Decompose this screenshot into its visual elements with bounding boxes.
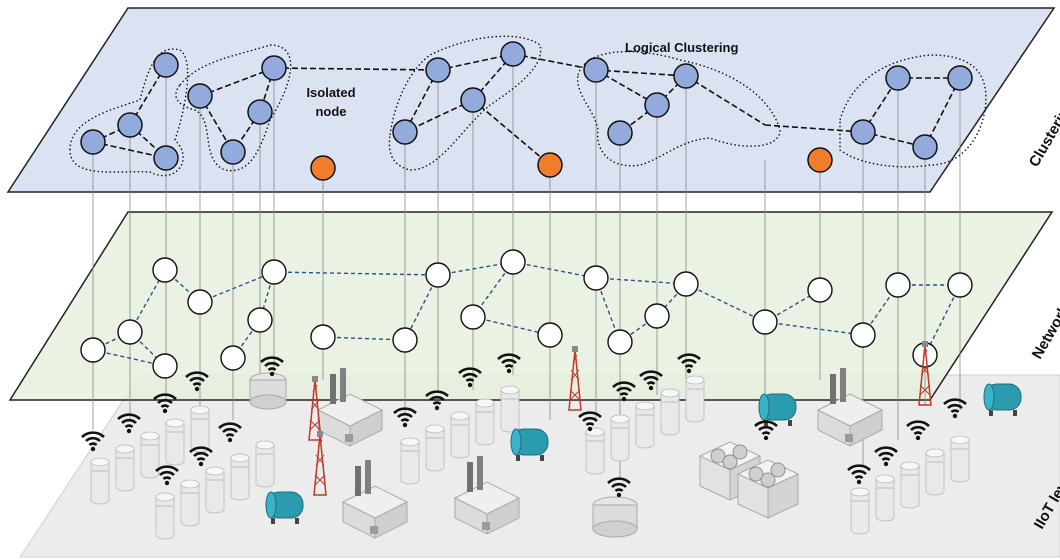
storage-tank-icon <box>950 435 970 483</box>
network-node <box>537 322 563 348</box>
cluster-node <box>220 139 246 165</box>
network-node <box>460 304 486 330</box>
storage-tank-icon <box>115 444 135 492</box>
storage-tank-icon <box>585 427 605 475</box>
cluster-node <box>644 92 670 118</box>
network-level-label: Network Level <box>1029 265 1060 362</box>
network-node <box>117 319 143 345</box>
storage-tank-icon <box>450 411 470 459</box>
cluster-node <box>583 57 609 83</box>
silo-icon <box>249 372 638 538</box>
storage-tank-icon <box>475 398 495 446</box>
storage-tank-icon <box>90 457 110 505</box>
network-nodes <box>80 249 973 379</box>
cluster-node <box>80 129 106 155</box>
network-node <box>583 265 609 291</box>
network-node <box>807 277 833 303</box>
network-node <box>247 307 273 333</box>
storage-tank-icon <box>875 474 895 522</box>
storage-tank-icon <box>165 418 185 466</box>
cluster-node <box>885 65 911 91</box>
cluster-node <box>500 41 526 67</box>
cluster-node <box>247 99 273 125</box>
cluster-node <box>153 52 179 78</box>
cluster-node <box>673 63 699 89</box>
logical-clustering-label: Logical Clustering <box>625 40 738 55</box>
cluster-node <box>117 112 143 138</box>
storage-tank-icon <box>180 479 200 527</box>
storage-tank-icon <box>900 461 920 509</box>
network-node <box>607 329 633 355</box>
network-node <box>885 272 911 298</box>
network-node <box>220 345 246 371</box>
storage-tank-icon <box>685 375 705 423</box>
storage-tank-icon <box>925 448 945 496</box>
storage-tank-icon <box>425 424 445 472</box>
network-node <box>673 271 699 297</box>
network-node <box>752 309 778 335</box>
storage-tank-icon <box>255 440 275 488</box>
storage-tank-icon <box>610 414 630 462</box>
projection-lines <box>92 54 961 480</box>
cluster-node <box>153 145 179 171</box>
network-node <box>392 327 418 353</box>
isolated-node-label-line1: Isolated <box>306 85 355 100</box>
isolated-node <box>537 152 563 178</box>
storage-tank-icon <box>500 385 520 433</box>
network-node <box>644 303 670 329</box>
network-node <box>80 337 106 363</box>
storage-tank-icon <box>660 388 680 436</box>
storage-tank-icon <box>205 466 225 514</box>
cluster-node <box>425 57 451 83</box>
cluster-node <box>912 134 938 160</box>
network-node <box>261 259 287 285</box>
cluster-node <box>392 119 418 145</box>
cluster-boundaries <box>69 35 987 177</box>
cluster-node <box>947 65 973 91</box>
storage-tank-icon <box>155 492 175 540</box>
network-node <box>947 272 973 298</box>
cluster-nodes <box>80 41 973 181</box>
cluster-node <box>607 120 633 146</box>
storage-tank-icon <box>190 405 210 453</box>
storage-tank-icon <box>635 401 655 449</box>
network-node <box>425 262 451 288</box>
isolated-node-label-line2: node <box>315 104 346 119</box>
network-node <box>310 324 336 350</box>
network-node <box>152 257 178 283</box>
isolated-node <box>807 147 833 173</box>
clustering-level-label: Clustering Level <box>1026 60 1060 170</box>
network-node <box>152 353 178 379</box>
network-node <box>850 322 876 348</box>
network-node <box>187 289 213 315</box>
isolated-node <box>310 155 336 181</box>
cluster-node <box>460 87 486 113</box>
clustering-level-plane <box>6 7 1056 193</box>
cluster-node <box>261 55 287 81</box>
cluster-node <box>850 119 876 145</box>
cluster-node <box>187 83 213 109</box>
iiot-devices <box>90 340 1022 540</box>
storage-tank-icon <box>400 437 420 485</box>
storage-tank-icon <box>230 453 250 501</box>
storage-tank-icon <box>850 487 870 535</box>
network-node <box>500 249 526 275</box>
